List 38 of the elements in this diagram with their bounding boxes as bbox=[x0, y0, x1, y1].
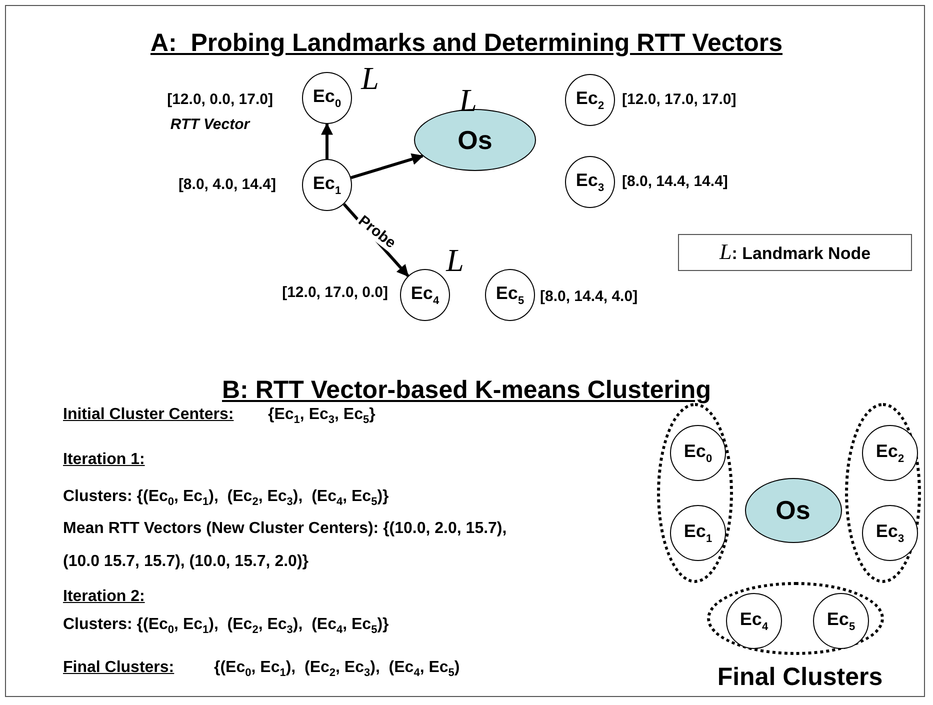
node-circle: Ec$_{0}$ bbox=[302, 72, 352, 124]
cluster-ellipse bbox=[706, 582, 884, 654]
cluster-set-text: Clusters: {(Ec$_{0}$, Ec$_{1}$), (Ec$_{2}$, Ec$_{3}$), (Ec$_{4}$, Ec$_{5}$)} bbox=[63, 487, 389, 510]
node-circle: Ec$_{5}$ bbox=[813, 593, 869, 649]
cluster-ellipse bbox=[657, 403, 733, 583]
figure-caption: Final Clusters bbox=[716, 662, 884, 693]
step-heading: Iteration 2: bbox=[63, 587, 145, 607]
node-circle: Ec$_{4}$ bbox=[726, 593, 782, 649]
node-circle: Ec$_{2}$ bbox=[862, 425, 918, 481]
rtt-vector-label: [12.0, 0.0, 17.0] bbox=[167, 91, 273, 109]
section-heading: B: RTT Vector-based K-means Clustering bbox=[221, 375, 712, 406]
node-circle: Ec$_{3}$ bbox=[862, 505, 918, 561]
node-circle: Ec$_{1}$ bbox=[302, 159, 352, 211]
node-circle: Ec$_{3}$ bbox=[565, 156, 615, 208]
server-ellipse: Os bbox=[744, 478, 842, 542]
section-heading: A: Probing Landmarks and Determining RTT Vectors bbox=[149, 28, 784, 58]
rtt-vector-label: [12.0, 17.0, 0.0] bbox=[282, 284, 388, 302]
cluster-set-text: Clusters: {(Ec$_{0}$, Ec$_{1}$), (Ec$_{2}$, Ec$_{3}$), (Ec$_{4}$, Ec$_{5}$)} bbox=[63, 615, 389, 638]
node-circle: Ec$_{5}$ bbox=[485, 269, 535, 321]
cluster-ellipse bbox=[845, 403, 921, 583]
arrow bbox=[321, 122, 333, 159]
rtt-vector-label: [8.0, 4.0, 14.4] bbox=[178, 176, 276, 194]
legend-box: L: Landmark Node bbox=[678, 234, 912, 270]
cluster-set-text: {Ec$_{1}$, Ec$_{3}$, Ec$_{5}$} bbox=[268, 405, 376, 428]
rtt-vector-label: [8.0, 14.4, 14.4] bbox=[622, 173, 728, 191]
cluster-set-text: {(Ec$_{0}$, Ec$_{1}$), (Ec$_{2}$, Ec$_{3}$), (Ec$_{4}$, Ec$_{5}$) bbox=[214, 658, 460, 681]
rtt-vector-label: [12.0, 17.0, 17.0] bbox=[622, 91, 736, 109]
node-circle: Ec$_{2}$ bbox=[565, 74, 615, 126]
step-heading: Initial Cluster Centers: bbox=[63, 405, 234, 425]
vector-caption: RTT Vector bbox=[170, 116, 250, 134]
mean-vectors-text: Mean RTT Vectors (New Cluster Centers): {(10.0, 2.0, 15.7), (10.0 15.7, 15.7), (10.0, 15.7, 2.0)} bbox=[63, 519, 508, 572]
rtt-vector-label: [8.0, 14.4, 4.0] bbox=[540, 288, 638, 306]
arrow bbox=[350, 153, 424, 180]
node-circle: Ec$_{1}$ bbox=[670, 505, 726, 561]
node-circle: Ec$_{0}$ bbox=[670, 425, 726, 481]
landmark-mark: L bbox=[361, 62, 379, 94]
step-heading: Final Clusters: bbox=[63, 658, 174, 678]
step-heading: Iteration 1: bbox=[63, 450, 145, 470]
